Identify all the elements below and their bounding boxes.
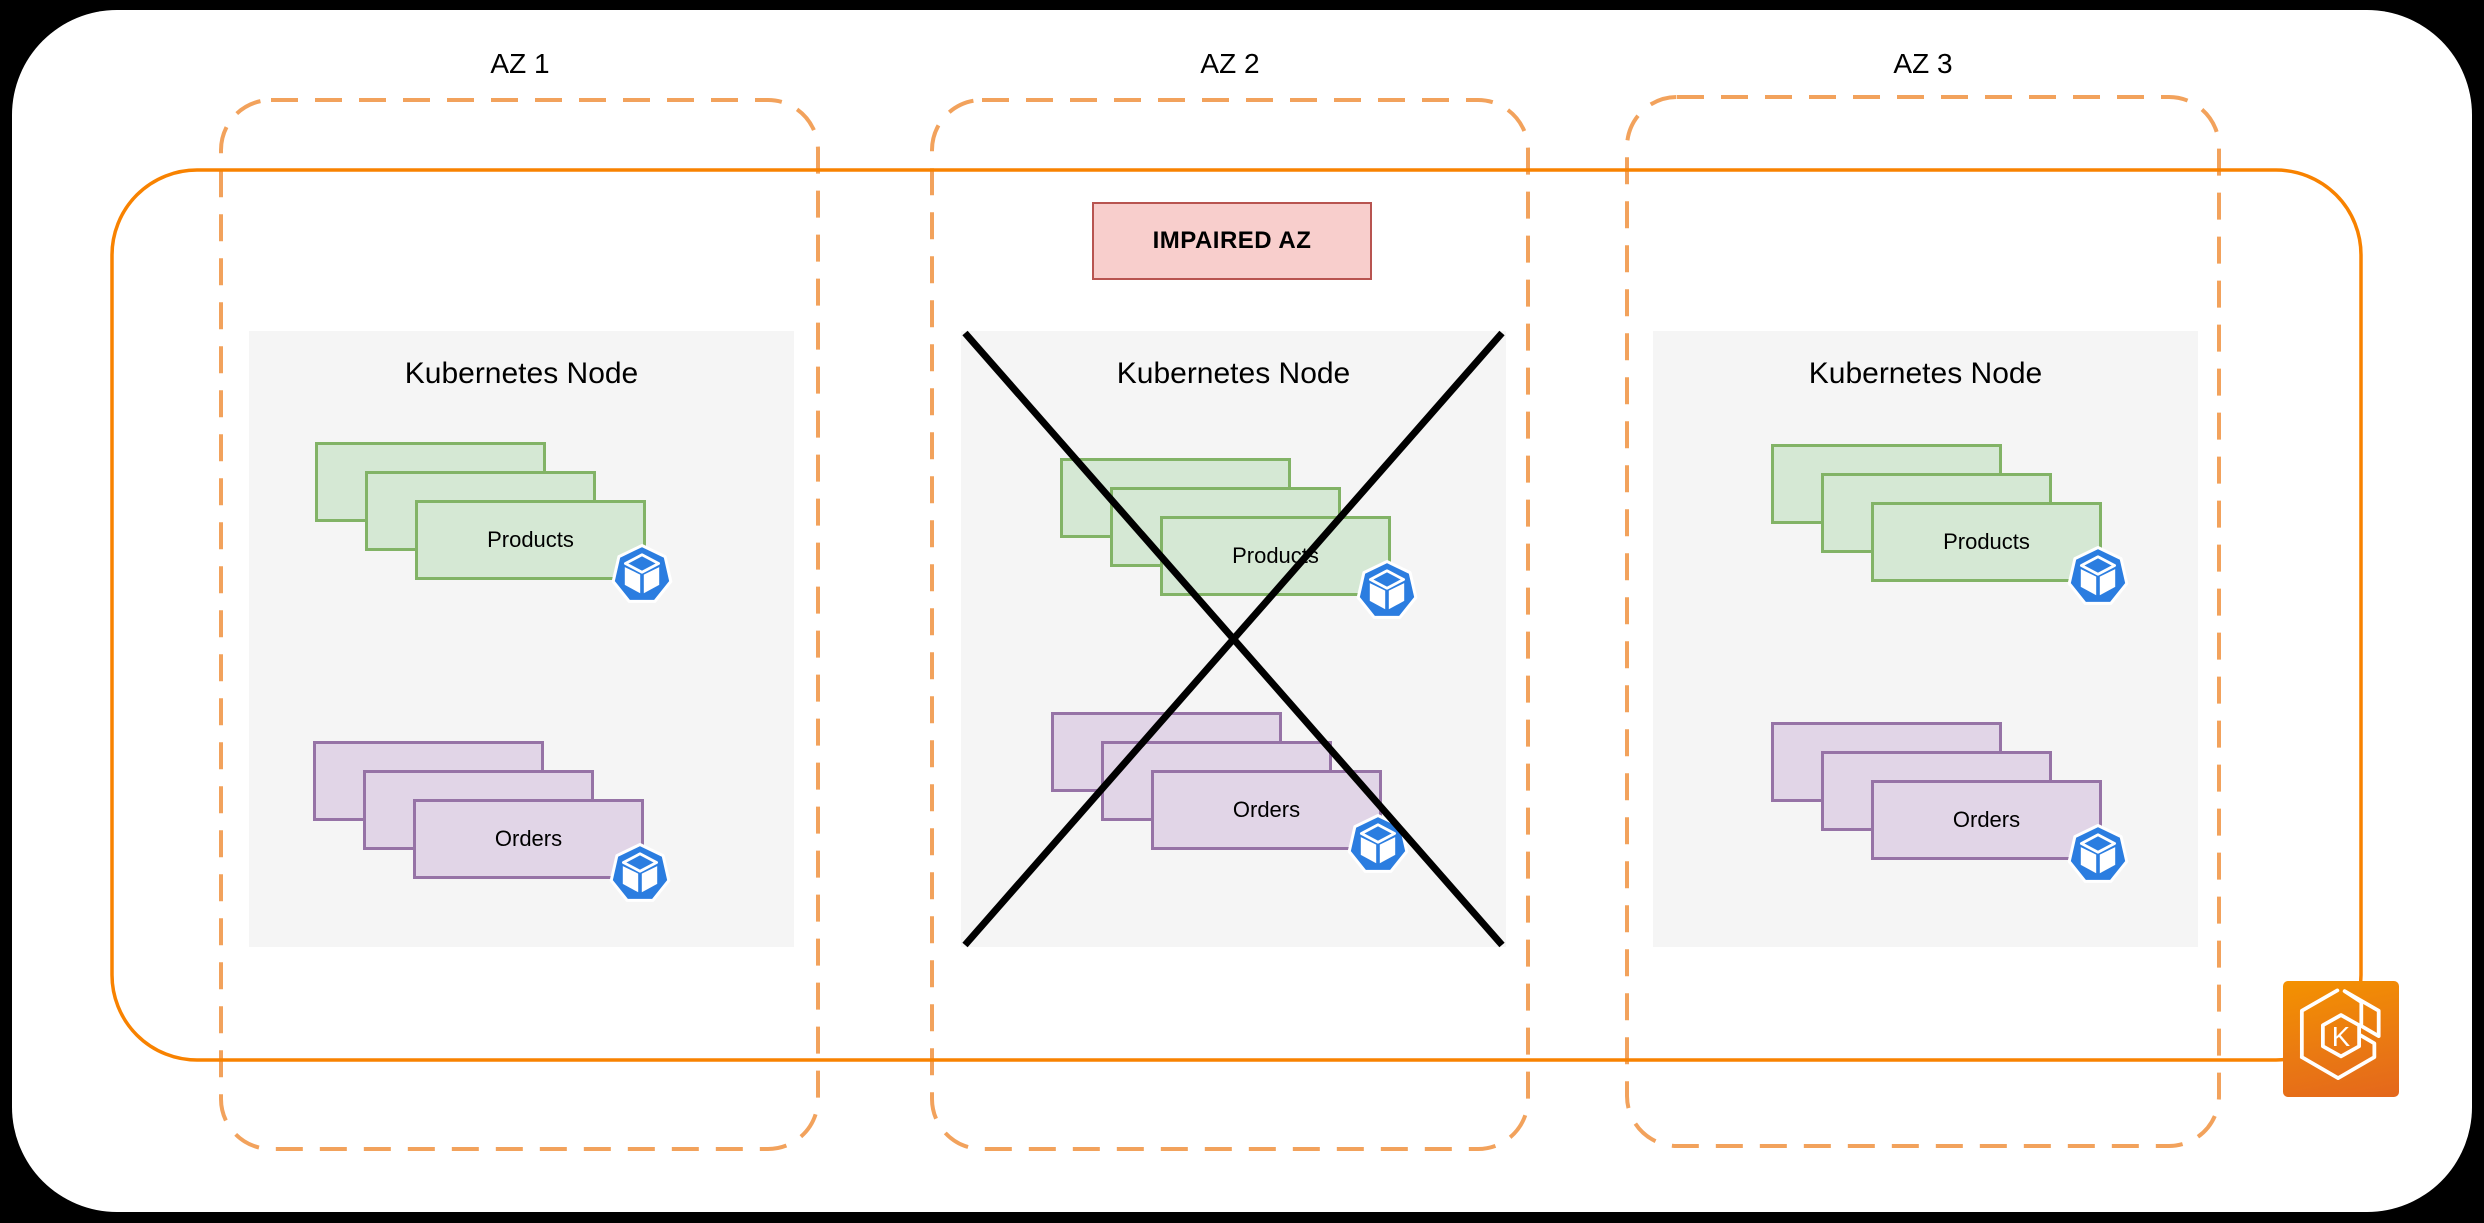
node-title: Kubernetes Node (1116, 357, 1351, 390)
kubernetes-node-az2: Kubernetes Node Products Orders (961, 330, 1506, 948)
stacked-rect (413, 799, 644, 879)
kubernetes-pod-icon (2067, 824, 2129, 883)
stacked-rect (1151, 770, 1382, 850)
kubernetes-node-az1: Kubernetes Node Products Orders (249, 331, 794, 947)
kubernetes-pod-icon (611, 544, 673, 603)
stacked-rect (415, 500, 646, 580)
workload-label: Orders (1952, 807, 2021, 832)
az2-label: AZ 2 (1200, 48, 1260, 79)
products-stack-az3: Products (1771, 444, 2129, 605)
stacked-rect (1871, 502, 2102, 582)
az1-label: AZ 1 (490, 48, 550, 79)
node-title: Kubernetes Node (1808, 357, 2043, 390)
orders-stack-az3: Orders (1771, 722, 2129, 883)
kubernetes-pod-icon (609, 843, 671, 902)
eks-glyph: K (2299, 988, 2381, 1081)
products-stack-az1: Products (315, 442, 673, 603)
node-title: Kubernetes Node (404, 357, 639, 390)
amazon-eks-icon: K (2283, 981, 2399, 1097)
cross-line (962, 330, 1505, 948)
kubernetes-pod-icon (1356, 560, 1418, 619)
workload-label: Orders (494, 826, 563, 851)
kubernetes-node-az3: Kubernetes Node Products Orders (1653, 331, 2198, 947)
stacked-rect (1871, 780, 2102, 860)
workload-label: Products (1943, 529, 2030, 554)
kubernetes-pod-icon (2067, 546, 2129, 605)
impaired-az-badge: IMPAIRED AZ (1092, 202, 1372, 280)
workload-label: Products (487, 527, 574, 552)
failure-cross (962, 330, 1505, 948)
orders-stack-az2: Orders (1051, 712, 1409, 873)
eks-letter: K (2332, 1021, 2351, 1052)
az3-label: AZ 3 (1893, 48, 1953, 79)
products-stack-az2: Products (1060, 458, 1418, 619)
workload-label: Orders (1232, 797, 1301, 822)
orders-stack-az1: Orders (313, 741, 671, 902)
